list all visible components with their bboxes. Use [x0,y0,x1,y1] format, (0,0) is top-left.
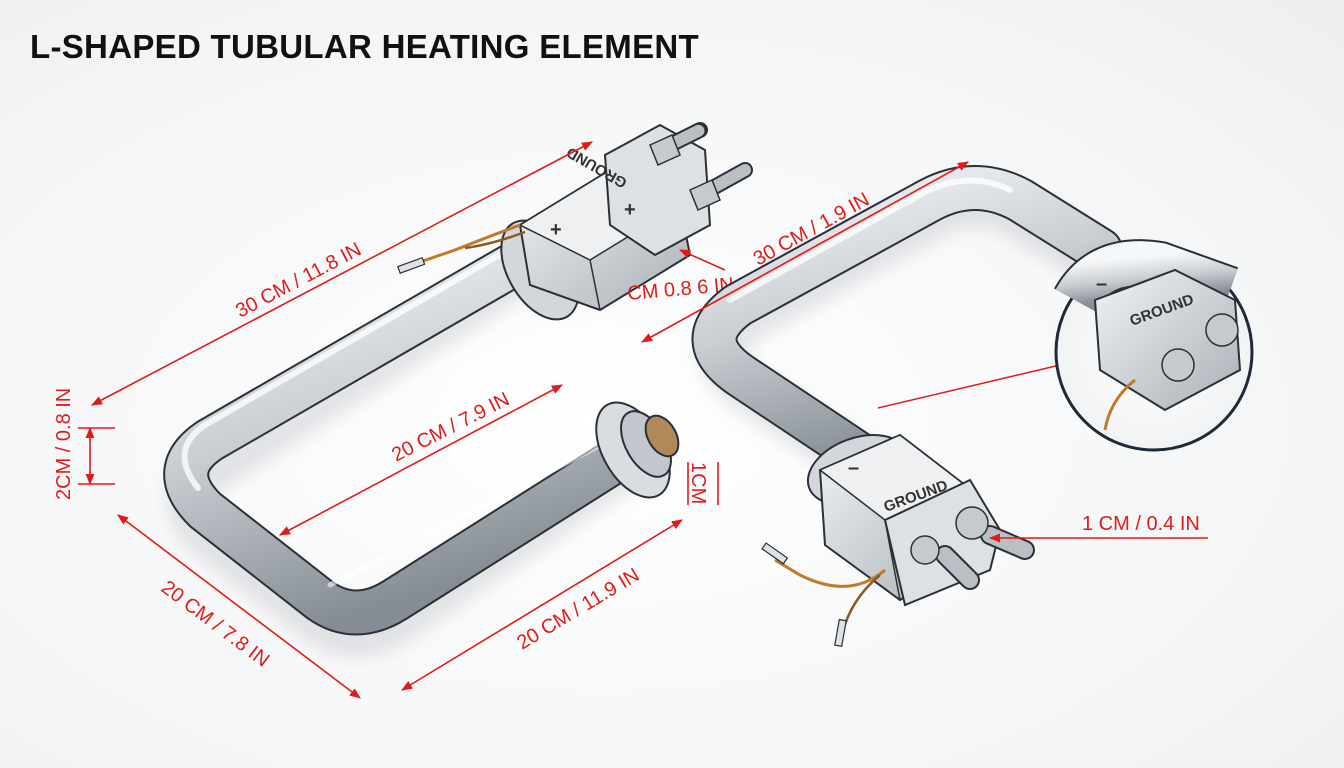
left-side-length-line [117,514,361,699]
left-diameter-label: 2CM / 0.8 IN [53,388,75,500]
left-plus-label-b: + [550,219,562,241]
left-top-length-label: 30 CM / 11.8 IN [232,239,365,323]
detail-minus-label: – [1096,273,1107,295]
left-bottom-length-label: 20 CM / 11.9 IN [513,564,643,654]
left-terminal-gap-line [678,249,726,271]
left-top-length-line [91,141,593,406]
right-top-length-line [641,161,969,343]
left-tube-highlight [181,239,525,491]
right-detail-callout: GROUND – [877,239,1254,452]
left-plus-label-a: + [624,199,636,221]
left-bottom-length-line [401,519,683,691]
left-heating-element: GROUND + + [163,122,753,658]
diagram-title: L-SHAPED TUBULAR HEATING ELEMENT [30,28,699,65]
left-open-end-flange [595,401,680,499]
left-flange-label: 1CM [687,462,709,504]
left-inner-width-label: 20 CM / 7.9 IN [388,388,513,466]
left-inner-width-line [279,384,563,536]
right-minus-label: – [848,457,859,479]
right-stud-length-label: 1 CM / 0.4 IN [1082,513,1200,535]
right-lead-wires [761,542,886,648]
